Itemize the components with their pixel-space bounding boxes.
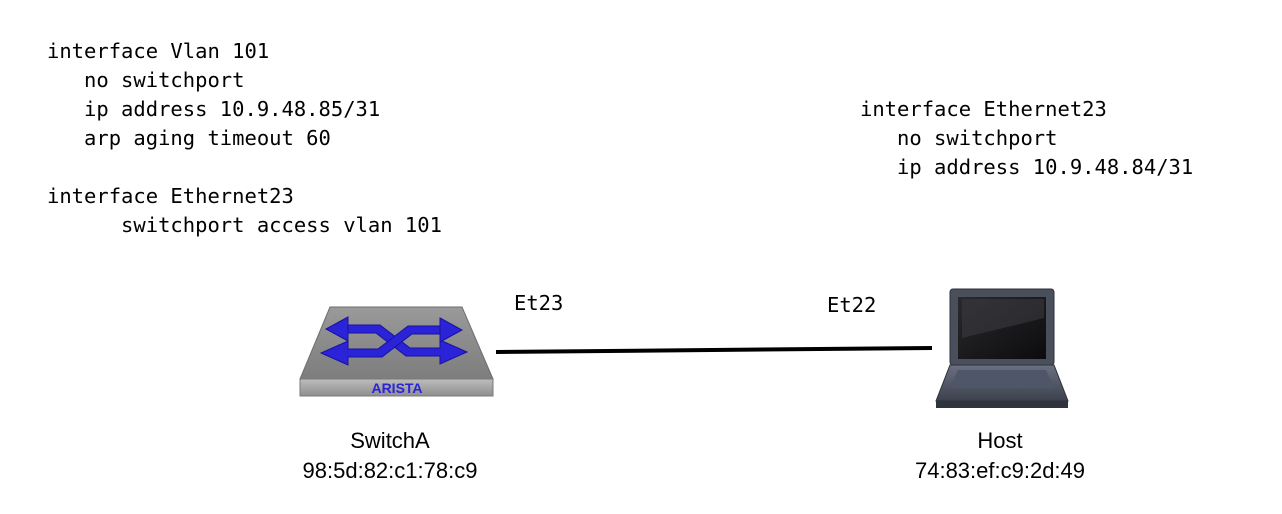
host-mac-address: 74:83:ef:c9:2d:49 (914, 458, 1086, 483)
switch-name: SwitchA (350, 428, 430, 453)
switch-config-block: interface Vlan 101 no switchport ip addr… (47, 37, 442, 240)
host-port-label: Et22 (827, 293, 877, 317)
network-link (495, 346, 933, 354)
config-line: switchport access vlan 101 (47, 213, 442, 237)
config-line: arp aging timeout 60 (47, 126, 331, 150)
switch-port-label: Et23 (514, 291, 564, 315)
host-name: Host (977, 428, 1023, 453)
config-line: interface Ethernet23 (47, 184, 294, 208)
network-switch-icon: ARISTA (299, 306, 494, 397)
config-line: interface Vlan 101 (47, 39, 270, 63)
switch-logo-text: ARISTA (371, 380, 422, 396)
config-line: interface Ethernet23 (860, 97, 1107, 121)
config-line: no switchport (860, 126, 1058, 150)
config-line: no switchport (47, 68, 245, 92)
config-line: ip address 10.9.48.84/31 (860, 155, 1194, 179)
config-line: ip address 10.9.48.85/31 (47, 97, 381, 121)
switch-mac-address: 98:5d:82:c1:78:c9 (302, 458, 478, 483)
laptop-icon (935, 288, 1069, 408)
host-config-block: interface Ethernet23 no switchport ip ad… (860, 95, 1193, 182)
